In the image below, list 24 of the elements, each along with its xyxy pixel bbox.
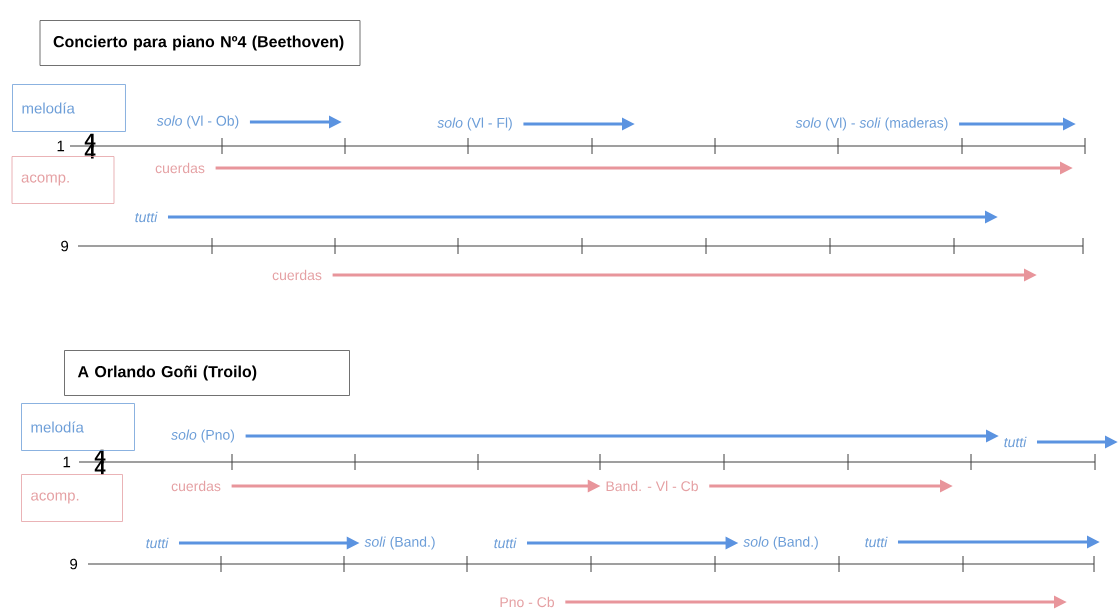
section-label: tutti bbox=[135, 211, 158, 223]
section-label: solo (Vl - Ob) bbox=[156, 115, 239, 129]
section-label: Band. - Vl - Cb bbox=[606, 480, 698, 492]
section-label: tutti bbox=[146, 537, 169, 549]
voice-box: acomp. bbox=[21, 474, 123, 522]
measure-number: 9 bbox=[59, 239, 70, 253]
measure-number: 1 bbox=[55, 139, 66, 153]
measure-number: 1 bbox=[61, 455, 72, 469]
title-box: A Orlando Goñi (Troilo) bbox=[64, 350, 350, 396]
section-label: solo (Band.) bbox=[743, 536, 818, 550]
section-label: Pno - Cb bbox=[500, 596, 555, 608]
section-label: tutti bbox=[494, 537, 517, 549]
section-label: solo (Vl) - soli (maderas) bbox=[795, 117, 948, 131]
title-box: Concierto para piano Nº4 (Beethoven) bbox=[39, 20, 361, 66]
section-label: solo (Vl - Fl) bbox=[437, 117, 512, 131]
section-label: cuerdas bbox=[272, 269, 322, 281]
section-label: tutti bbox=[865, 536, 888, 548]
section-label: tutti bbox=[1004, 436, 1027, 448]
section-label: solo (Pno) bbox=[171, 429, 235, 443]
voice-box: melodía bbox=[12, 84, 126, 132]
section-label: soli (Band.) bbox=[364, 536, 435, 550]
measure-number: 9 bbox=[68, 557, 79, 571]
section-label: cuerdas bbox=[171, 480, 221, 492]
section-label: cuerdas bbox=[155, 162, 205, 174]
